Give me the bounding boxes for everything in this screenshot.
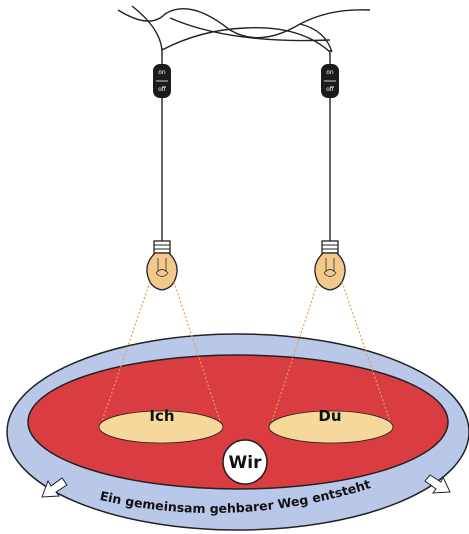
wir-circle: [222, 439, 268, 485]
right-lamp: on off: [314, 50, 346, 291]
right-switch-icon[interactable]: on off: [321, 64, 339, 98]
left-beam-right-edge: [173, 281, 223, 428]
left-beam-left-edge: [99, 281, 151, 428]
ich-light-pool: [98, 410, 224, 444]
light-beams: [99, 281, 393, 428]
du-light-pool: [268, 410, 394, 444]
left-switch-off-label: off: [158, 86, 167, 93]
ich-label: Ich: [149, 407, 174, 425]
right-beam-left-edge: [269, 281, 319, 428]
right-beam-right-edge: [341, 281, 393, 428]
inner-field: [27, 354, 449, 490]
left-switch-on-label: on: [158, 69, 166, 76]
right-switch-off-label: off: [326, 86, 335, 93]
right-switch-on-label: on: [326, 69, 334, 76]
right-light-bulb-icon[interactable]: [314, 240, 346, 291]
left-switch-icon[interactable]: on off: [153, 64, 171, 98]
arrow-down-right-icon: [424, 474, 451, 494]
du-label: Du: [318, 407, 341, 425]
arrow-down-left-icon: [41, 477, 68, 498]
wir-label: Wir: [229, 453, 263, 473]
left-light-bulb-icon[interactable]: [146, 240, 178, 291]
ceiling-wires: [117, 5, 371, 53]
left-lamp: on off: [146, 48, 178, 291]
